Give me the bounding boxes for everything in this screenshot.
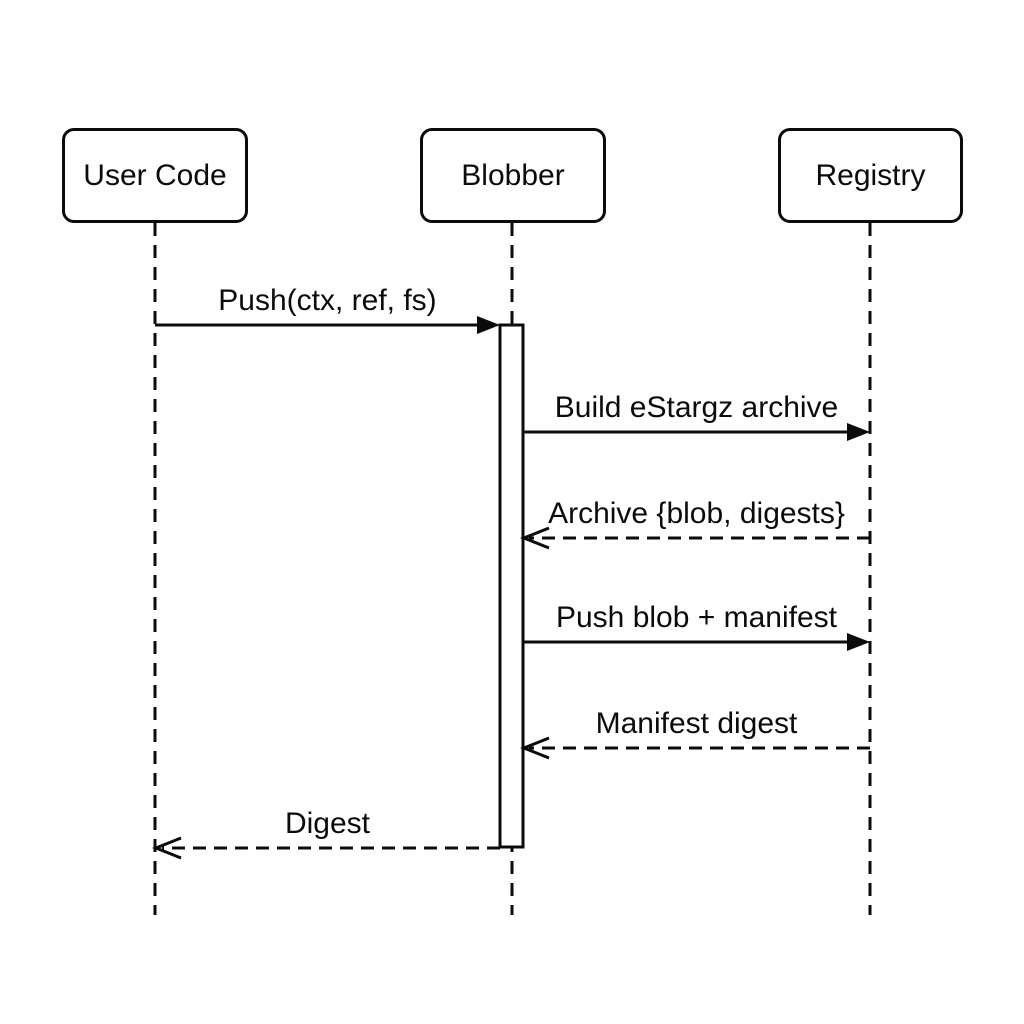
participant-registry: Registry xyxy=(778,128,963,223)
message-label-archive-return: Archive {blob, digests} xyxy=(548,497,845,530)
participant-user-code: User Code xyxy=(62,128,248,223)
participant-blobber-label: Blobber xyxy=(461,158,565,192)
arrowhead-filled-push-blob xyxy=(847,633,870,651)
arrowhead-open-digest xyxy=(151,836,182,860)
participant-blobber: Blobber xyxy=(420,128,606,223)
participant-registry-label: Registry xyxy=(815,158,926,192)
activation-bar-blobber xyxy=(498,323,525,849)
arrowhead-open-manifest-digest xyxy=(519,736,550,760)
arrowhead-filled-push xyxy=(477,316,500,334)
message-label-digest: Digest xyxy=(284,807,371,840)
arrowhead-open-archive-return xyxy=(519,526,550,550)
message-label-build-archive: Build eStargz archive xyxy=(554,391,839,424)
message-label-push-blob: Push blob + manifest xyxy=(555,601,837,634)
arrowhead-filled-build-archive xyxy=(847,423,870,441)
message-label-manifest-digest: Manifest digest xyxy=(595,707,798,740)
message-label-push: Push(ctx, ref, fs) xyxy=(218,284,437,317)
participant-user-code-label: User Code xyxy=(83,158,227,192)
